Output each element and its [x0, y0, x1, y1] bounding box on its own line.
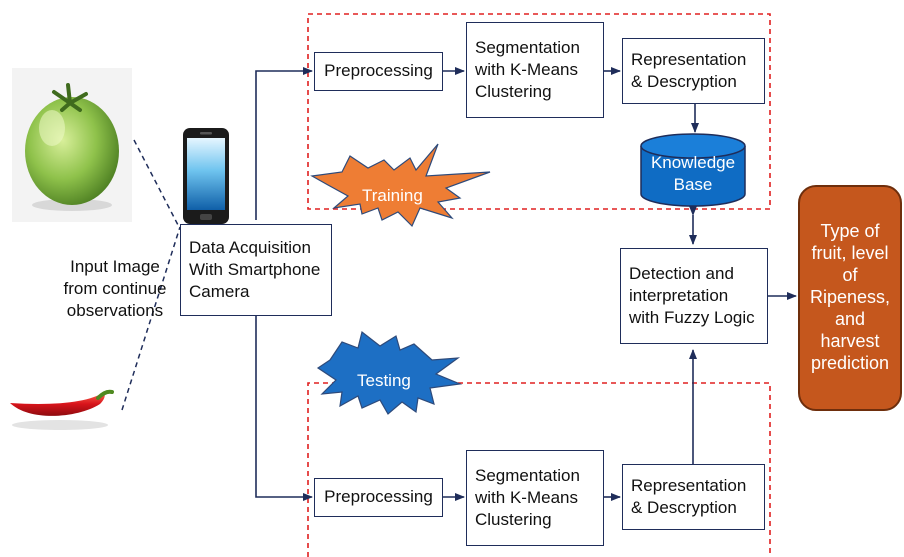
acquisition-to-training-line: [255, 67, 313, 220]
testing-burst: [316, 330, 463, 415]
testing-frame: [307, 382, 771, 557]
training-burst-label: Training: [362, 186, 423, 205]
output-box: Type of fruit, level of Ripeness, and ha…: [798, 185, 902, 411]
tomato-to-phone-line: [133, 139, 179, 226]
knowledge-base-cylinder: [640, 133, 746, 207]
training-preprocessing-box: Preprocessing: [314, 52, 443, 91]
training-burst: [310, 143, 491, 228]
training-representation-box: Representation & Descryption: [622, 38, 765, 104]
training-frame: [307, 13, 771, 210]
chili-to-phone-line: [121, 226, 181, 411]
knowledge-base-label: Knowledge Base: [650, 153, 736, 195]
detection-box: Detection and interpretation with Fuzzy …: [620, 248, 768, 344]
data-acquisition-box: Data Acquisition With Smartphone Camera: [180, 224, 332, 316]
chili-pepper-image: [10, 389, 114, 430]
tomato-image: [12, 68, 132, 222]
input-image-caption: Input Image from continue observations: [63, 257, 167, 321]
testing-representation-box: Representation & Descryption: [622, 464, 765, 530]
testing-segmentation-box: Segmentation with K-Means Clustering: [466, 450, 604, 546]
training-segmentation-box: Segmentation with K-Means Clustering: [466, 22, 604, 118]
acquisition-to-testing-line: [255, 316, 313, 501]
smartphone-icon: [183, 128, 229, 224]
testing-burst-label: Testing: [357, 371, 411, 390]
testing-preprocessing-box: Preprocessing: [314, 478, 443, 517]
